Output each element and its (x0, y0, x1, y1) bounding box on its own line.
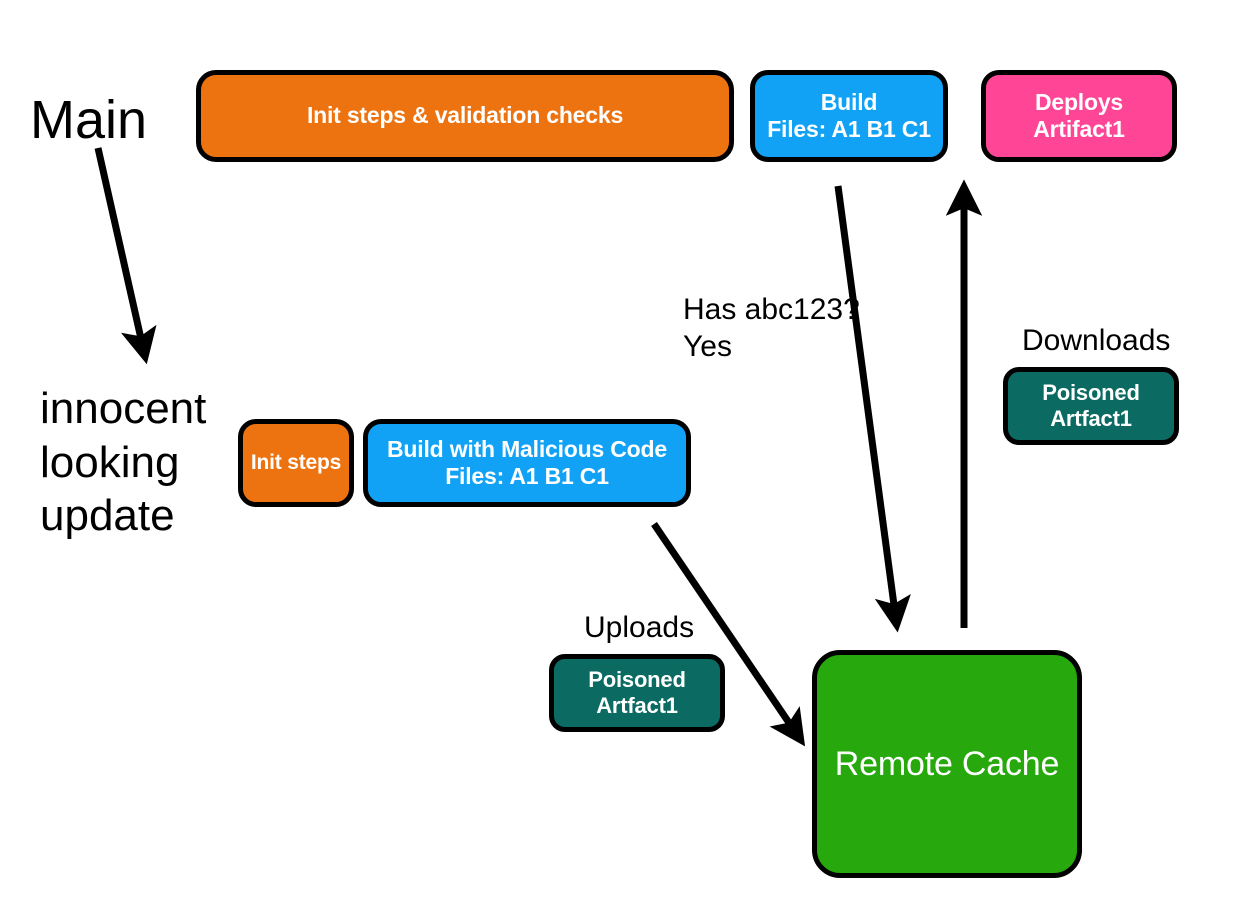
node-build-main[interactable]: Build Files: A1 B1 C1 (750, 70, 948, 162)
node-init-steps[interactable]: Init steps (238, 419, 354, 507)
node-poisoned-artifact-download[interactable]: Poisoned Artfact1 (1003, 367, 1179, 445)
node-poisoned-artifact-upload[interactable]: Poisoned Artfact1 (549, 654, 725, 732)
label-uploads: Uploads (584, 611, 695, 644)
node-build-with-malicious-code[interactable]: Build with Malicious Code Files: A1 B1 C… (363, 419, 691, 507)
node-deploys-artifact1[interactable]: Deploys Artifact1 (981, 70, 1177, 162)
label-downloads: Downloads (1022, 324, 1171, 357)
node-remote-cache[interactable]: Remote Cache (812, 650, 1082, 878)
arrow-main-to-branch (94, 147, 157, 365)
label-main-branch: Main (30, 90, 148, 150)
arrow-build-to-cache (834, 185, 911, 633)
label-innocent-update: innocent looking update (40, 384, 207, 541)
node-init-steps-validation-checks[interactable]: Init steps & validation checks (196, 70, 734, 162)
label-cache-hit-question: Has abc123? Yes (683, 293, 860, 363)
